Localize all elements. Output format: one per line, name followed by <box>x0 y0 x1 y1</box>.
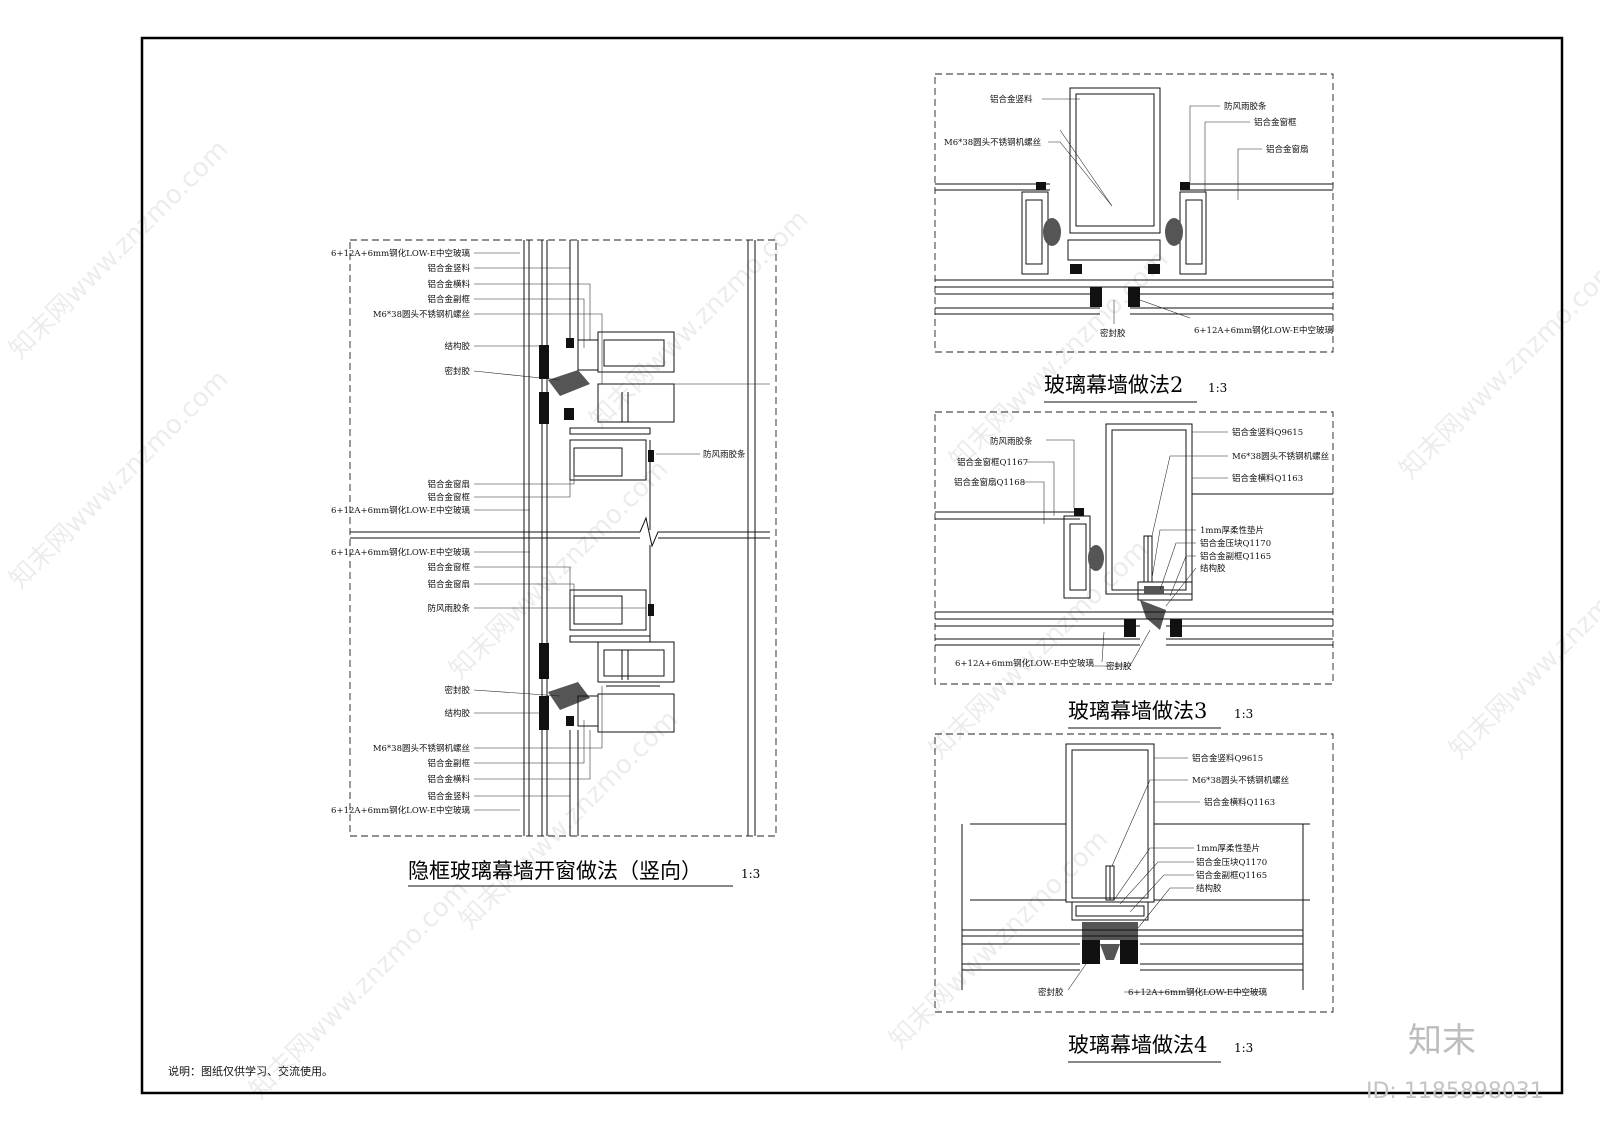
watermark: 知末网www.znzmo.com <box>4 134 235 365</box>
leader-lines <box>1067 757 1260 993</box>
detail-vertical: 6+12A+6mm钢化LOW-E中空玻璃 铝合金竖料 铝合金横料 铝合金副框 M… <box>331 239 777 887</box>
label-subframe: 铝合金副框 <box>427 294 470 305</box>
label-glass: 6+12A+6mm钢化LOW-E中空玻璃 <box>331 505 470 516</box>
watermark: 知末网www.znzmo.com <box>584 204 815 435</box>
leader-lines <box>1022 431 1228 667</box>
label-mullion: 铝合金竖料 <box>427 263 470 274</box>
label-structural-silicone: 结构胶 <box>444 341 470 352</box>
label-sash: 铝合金窗扇 <box>427 479 470 490</box>
label-mullion: 铝合金竖料Q9615 <box>1192 753 1263 764</box>
label-weatherstrip-right: 防风雨胶条 <box>703 449 746 460</box>
detail-boundary <box>934 733 1334 1013</box>
label-glass: 6+12A+6mm钢化LOW-E中空玻璃 <box>331 248 470 259</box>
label-mullion: 铝合金竖料 <box>427 791 470 802</box>
label-window-frame: 铝合金窗框 <box>427 492 470 503</box>
label-frame: 铝合金窗框Q1167 <box>957 457 1028 468</box>
watermark: 知末网www.znzmo.com <box>1394 254 1600 485</box>
label-structural-silicone: 结构胶 <box>1200 563 1226 574</box>
label-sash: 铝合金窗扇 <box>1266 144 1309 155</box>
detail-scale: 1:3 <box>741 867 760 881</box>
detail-scale: 1:3 <box>1208 381 1227 395</box>
detail-boundary <box>349 239 777 837</box>
watermark: 知末网www.znzmo.com <box>4 364 235 595</box>
label-pressure-block: 铝合金压块Q1170 <box>1200 538 1271 549</box>
label-transom: 铝合金横料Q1163 <box>1204 797 1275 808</box>
label-sealant: 密封胶 <box>444 366 470 377</box>
label-glass: 6+12A+6mm钢化LOW-E中空玻璃 <box>1194 325 1333 336</box>
upper-transom-profile <box>539 331 770 424</box>
watermark-layer: 知末网www.znzmo.com 知末网www.znzmo.com 知末网www… <box>4 134 1600 1105</box>
watermark: 知末网www.znzmo.com <box>454 704 685 935</box>
watermark: 知末网www.znzmo.com <box>924 534 1155 765</box>
label-glass: 6+12A+6mm钢化LOW-E中空玻璃 <box>1128 987 1267 998</box>
label-window-frame: 铝合金窗框 <box>427 562 470 573</box>
label-weatherstrip: 防风雨胶条 <box>990 436 1033 447</box>
label-sash: 铝合金窗扇Q1168 <box>954 477 1025 488</box>
detail-title: 玻璃幕墙做法2 <box>1044 373 1183 397</box>
label-structural-silicone: 结构胶 <box>444 708 470 719</box>
break-line <box>350 516 770 548</box>
label-subframe: 铝合金副框Q1165 <box>1196 870 1267 881</box>
label-weatherstrip: 防风雨胶条 <box>427 603 470 614</box>
label-mullion: 铝合金竖料Q9615 <box>1232 427 1303 438</box>
label-screw: M6*38圆头不锈钢机螺丝 <box>373 309 471 320</box>
label-transom: 铝合金横料 <box>427 774 470 785</box>
sheet-note: 说明：图纸仅供学习、交流使用。 <box>168 1064 333 1078</box>
label-sealant: 密封胶 <box>1106 661 1132 672</box>
labels-left: 6+12A+6mm钢化LOW-E中空玻璃 铝合金竖料 铝合金横料 铝合金副框 M… <box>331 248 746 816</box>
mullion-profile <box>1069 87 1161 234</box>
leader-lines <box>1042 98 1262 324</box>
label-screw: M6*38圆头不锈钢机螺丝 <box>373 743 471 754</box>
lower-transom-profile <box>539 641 675 733</box>
sheet-border <box>140 36 1564 1095</box>
label-screw: M6*38圆头不锈钢机螺丝 <box>944 137 1042 148</box>
watermark: 知末网www.znzmo.com <box>1444 534 1600 765</box>
detail-scale: 1:3 <box>1234 1041 1253 1055</box>
label-mullion: 铝合金竖料 <box>990 94 1033 105</box>
asset-id: ID: 1185898031 <box>1366 1079 1544 1104</box>
leader-lines <box>473 252 700 811</box>
detail-title: 玻璃幕墙做法3 <box>1068 699 1207 723</box>
window-sash-lower <box>569 545 654 643</box>
label-structural-silicone: 结构胶 <box>1196 883 1222 894</box>
detail-3: 防风雨胶条 铝合金窗框Q1167 铝合金窗扇Q1168 铝合金竖料Q9615 M… <box>934 411 1334 729</box>
label-pressure-block: 铝合金压块Q1170 <box>1196 857 1267 868</box>
label-screw: M6*38圆头不锈钢机螺丝 <box>1232 451 1330 462</box>
label-sealant: 密封胶 <box>444 685 470 696</box>
label-transom: 铝合金横料Q1163 <box>1232 473 1303 484</box>
label-sealant: 密封胶 <box>1100 328 1126 339</box>
detail-2: 铝合金竖料 M6*38圆头不锈钢机螺丝 防风雨胶条 铝合金窗框 铝合金窗扇 密封… <box>934 73 1334 403</box>
label-subframe: 铝合金副框Q1165 <box>1200 551 1271 562</box>
label-pad: 1mm厚柔性垫片 <box>1200 525 1264 536</box>
watermark: 知末网www.znzmo.com <box>944 244 1175 475</box>
label-frame: 铝合金窗框 <box>1254 117 1297 128</box>
brand-logo: 知末 <box>1408 1021 1476 1061</box>
detail-title: 隐框玻璃幕墙开窗做法（竖向） <box>408 859 702 883</box>
detail-4: 铝合金竖料Q9615 M6*38圆头不锈钢机螺丝 铝合金横料Q1163 1mm厚… <box>934 733 1334 1063</box>
label-weatherstrip: 防风雨胶条 <box>1224 101 1267 112</box>
label-glass: 6+12A+6mm钢化LOW-E中空玻璃 <box>331 547 470 558</box>
label-glass: 6+12A+6mm钢化LOW-E中空玻璃 <box>955 658 1094 669</box>
detail-title: 玻璃幕墙做法4 <box>1068 1033 1207 1057</box>
label-screw: M6*38圆头不锈钢机螺丝 <box>1192 775 1290 786</box>
detail-boundary <box>934 411 1334 685</box>
watermark: 知末网www.znzmo.com <box>884 824 1115 1055</box>
label-glass: 6+12A+6mm钢化LOW-E中空玻璃 <box>331 805 470 816</box>
label-transom: 铝合金横料 <box>427 279 470 290</box>
detail-scale: 1:3 <box>1234 707 1253 721</box>
label-sealant: 密封胶 <box>1038 987 1064 998</box>
label-pad: 1mm厚柔性垫片 <box>1196 843 1260 854</box>
label-sash: 铝合金窗扇 <box>427 579 470 590</box>
label-subframe: 铝合金副框 <box>427 758 470 769</box>
detail-boundary <box>934 73 1334 353</box>
